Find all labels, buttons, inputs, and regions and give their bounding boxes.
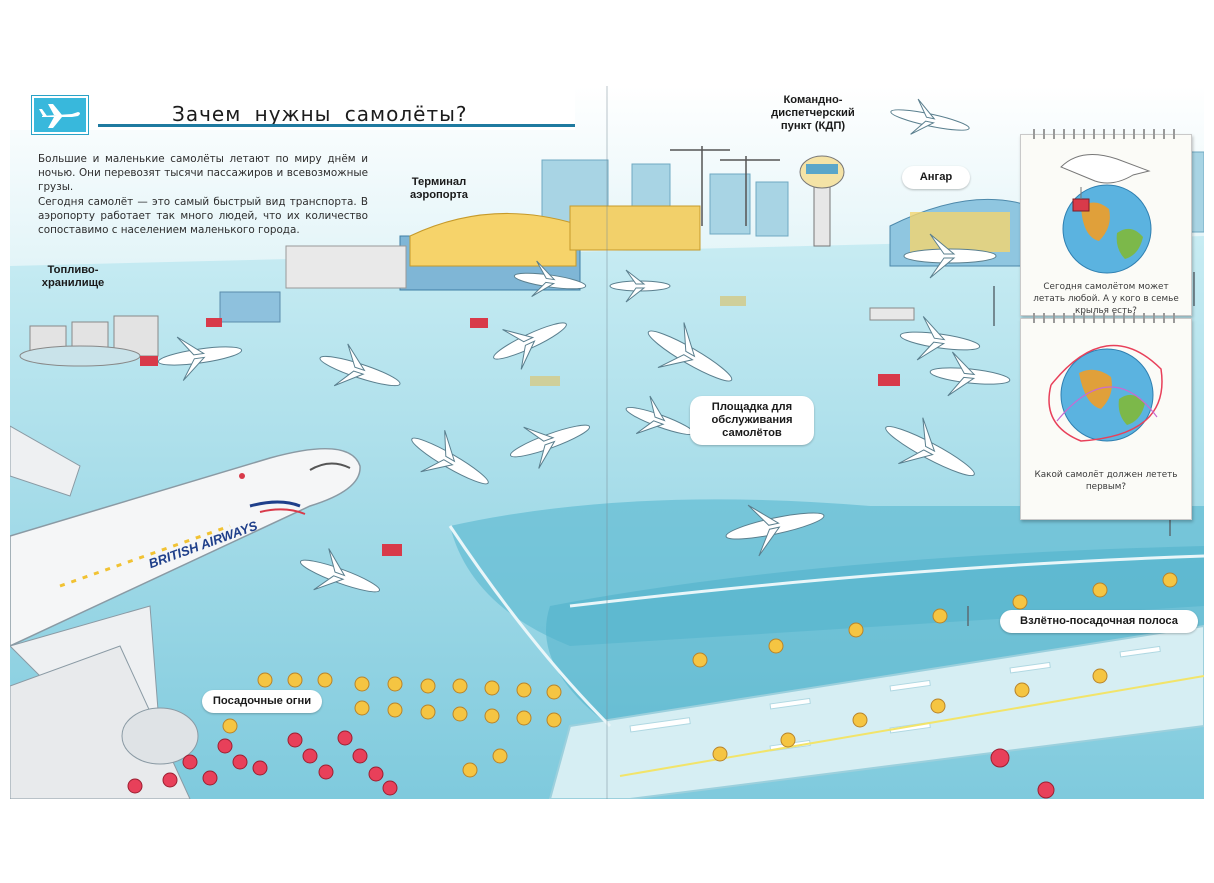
globe-with-stork-illustration [1060,154,1152,274]
label-hangar: Ангар [902,166,970,189]
globe-with-routes-illustration [1048,344,1163,442]
question-card-1: Сегодня самолётом может летать любой. А … [1020,129,1192,316]
landing-lights-yellow [222,572,1178,778]
control-tower-illustration [799,155,845,247]
foreground-airliner [10,425,361,799]
card-1-text: Сегодня самолётом может летать любой. А … [1033,282,1179,316]
label-landing-lights: Посадочные огни [202,690,322,713]
flying-aircraft [890,98,970,135]
intro-paragraph-2: Сегодня самолёт — это самый быстрый вид … [38,195,368,237]
intro-paragraph-1: Большие и маленькие самолёты летают по м… [38,153,368,194]
page-gutter [606,86,608,799]
label-runway: Взлётно-посадочная полоса [1000,610,1198,633]
intro-text: Большие и маленькие самолёты летают по м… [38,152,368,237]
title-underline [98,124,575,127]
ground-vehicles [140,296,915,556]
fuel-storage-illustration [19,315,159,367]
label-terminal: Терминал аэропорта [409,176,469,201]
page-title: Зачем нужны самолёты? [172,102,468,126]
question-card-2: Какой самолёт должен лететь первым? [1020,313,1192,520]
book-spread: Зачем нужны самолёты? Большие и маленьки… [10,86,1204,799]
label-control-tower: Командно- диспетчерский пункт (КДП) [771,94,855,132]
airplane-icon [32,96,88,134]
label-fuel-storage: Топливо- хранилище [41,264,105,289]
cranes [670,146,780,226]
spiral-binding [1029,313,1183,323]
title-bar: Зачем нужны самолёты? [10,86,575,134]
landing-lights-red [127,730,1055,799]
card-2-text: Какой самолёт должен лететь первым? [1034,470,1178,492]
parked-aircraft [157,233,1011,593]
label-service-area: Площадка для обслуживания самолётов [690,396,814,445]
airport-illustration [10,86,1204,799]
title-background [10,86,575,130]
spiral-binding [1029,129,1183,139]
